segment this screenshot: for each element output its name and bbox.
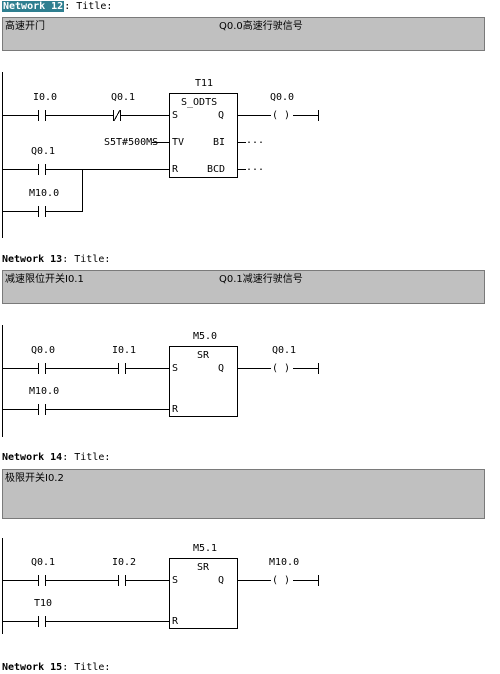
n14-pin-r: R: [172, 616, 179, 627]
n13-pin-r: R: [172, 404, 179, 415]
network-12-comment-right: Q0.0高速行驶信号: [219, 21, 303, 32]
n12-pin-r: R: [172, 164, 179, 175]
network-14-title: : Title:: [62, 452, 111, 463]
network-14-comment-left: 极限开关I0.2: [5, 473, 64, 484]
n13-pin-q: Q: [218, 363, 225, 374]
n12-pin-bcd: BCD: [207, 164, 226, 175]
n14-pin-s: S: [172, 575, 179, 586]
n12-pin-tv: TV: [172, 137, 185, 148]
n13-coil-label[interactable]: Q0.1: [272, 345, 297, 356]
n12-tv-value[interactable]: S5T#500MS: [104, 137, 159, 148]
network-12-number[interactable]: Network 12: [2, 1, 65, 12]
network-12-header[interactable]: Network 12: Title:: [2, 1, 112, 13]
n14-coil-label[interactable]: M10.0: [269, 557, 300, 568]
n12-block-name[interactable]: T11: [195, 78, 214, 89]
network-14-number: Network 14: [2, 452, 63, 463]
n13-coil-symbol[interactable]: ( ): [272, 363, 291, 374]
n12-pin-s: S: [172, 110, 179, 121]
n14-block-name[interactable]: M5.1: [193, 543, 218, 554]
network-15-number: Network 15: [2, 662, 63, 673]
n12-pin-q: Q: [218, 110, 225, 121]
network-13-number: Network 13: [2, 254, 63, 265]
n13-contact-label-3[interactable]: M10.0: [29, 386, 60, 397]
n13-block-name[interactable]: M5.0: [193, 331, 218, 342]
network-12-comment-left: 高速开门: [5, 21, 45, 32]
n12-contact-label-3[interactable]: Q0.1: [31, 146, 56, 157]
n12-pin-bi: BI: [213, 137, 226, 148]
n13-pin-s: S: [172, 363, 179, 374]
network-15-header[interactable]: Network 15: Title:: [2, 662, 110, 674]
network-13-comment-right: Q0.1减速行驶信号: [219, 274, 303, 285]
n14-pin-q: Q: [218, 575, 225, 586]
n13-contact-label-2[interactable]: I0.1: [112, 345, 137, 356]
network-13-header[interactable]: Network 13: Title:: [2, 254, 110, 266]
n12-contact-label-4[interactable]: M10.0: [29, 188, 60, 199]
n12-bi-dots: ...: [246, 135, 265, 146]
n13-contact-label-1[interactable]: Q0.0: [31, 345, 56, 356]
network-14-comment-box[interactable]: 极限开关I0.2: [2, 469, 485, 519]
n12-coil-label[interactable]: Q0.0: [270, 92, 295, 103]
network-14-header[interactable]: Network 14: Title:: [2, 452, 110, 464]
n12-contact-label-2[interactable]: Q0.1: [111, 92, 136, 103]
n14-contact-label-2[interactable]: I0.2: [112, 557, 137, 568]
network-13-comment-left: 减速限位开关I0.1: [5, 274, 84, 285]
n14-block-type: SR: [197, 562, 210, 573]
n12-block-type: S_ODTS: [181, 97, 218, 108]
n14-contact-label-1[interactable]: Q0.1: [31, 557, 56, 568]
network-12-comment-box[interactable]: 高速开门 Q0.0高速行驶信号: [2, 17, 485, 51]
network-12-title: : Title:: [64, 1, 113, 12]
n13-block-type: SR: [197, 350, 210, 361]
n12-coil-symbol[interactable]: ( ): [272, 110, 291, 121]
n14-coil-symbol[interactable]: ( ): [272, 575, 291, 586]
n12-contact-label-1[interactable]: I0.0: [33, 92, 58, 103]
network-15-title: : Title:: [62, 662, 111, 673]
network-13-comment-box[interactable]: 减速限位开关I0.1 Q0.1减速行驶信号: [2, 270, 485, 304]
network-13-title: : Title:: [62, 254, 111, 265]
n12-bcd-dots: ...: [246, 162, 265, 173]
n14-contact-label-3[interactable]: T10: [34, 598, 53, 609]
